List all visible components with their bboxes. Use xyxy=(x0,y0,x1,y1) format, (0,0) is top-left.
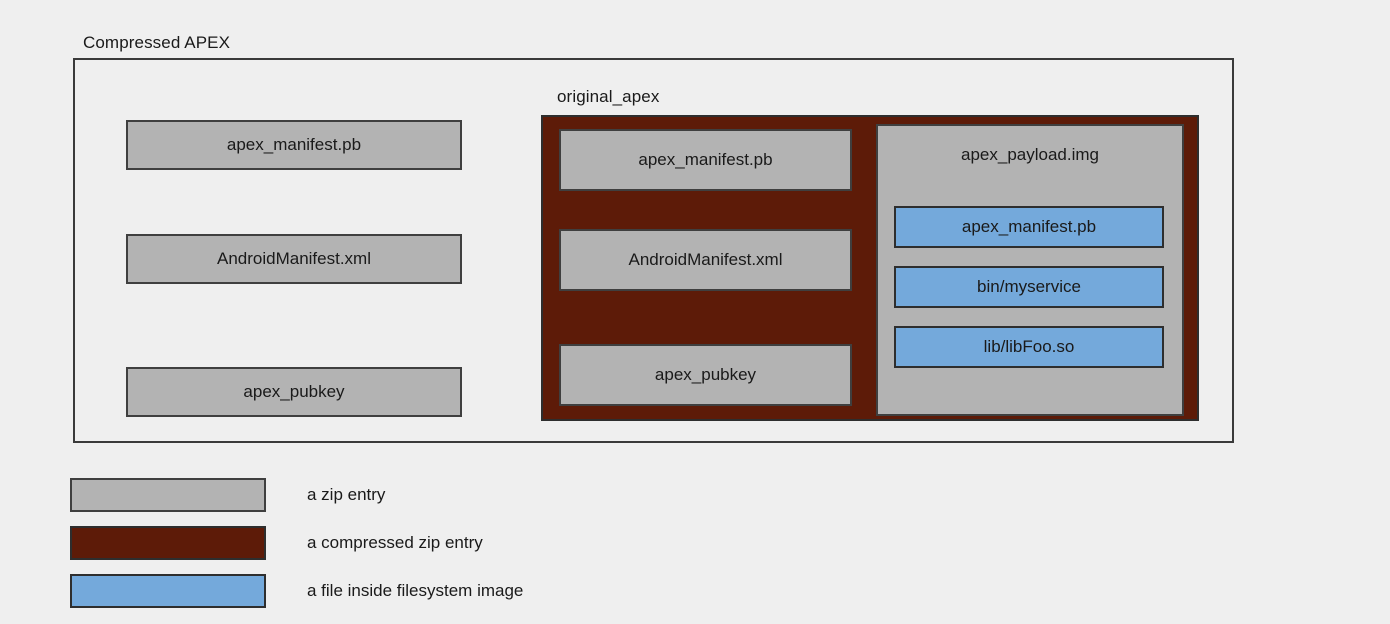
legend-label-zip-entry: a zip entry xyxy=(307,485,386,504)
legend-label-compressed-zip-entry: a compressed zip entry xyxy=(307,533,483,552)
zip-entry-apex-pubkey-inner: apex_pubkey xyxy=(559,344,852,406)
zip-entry-androidmanifest-xml-outer: AndroidManifest.xml xyxy=(126,234,462,284)
filesystem-file-bin-myservice: bin/myservice xyxy=(894,266,1164,308)
compressed-apex-label: Compressed APEX xyxy=(83,33,231,52)
legend-swatch-zip-entry xyxy=(70,478,266,512)
zip-entry-apex-manifest-pb-inner: apex_manifest.pb xyxy=(559,129,852,191)
zip-entry-apex-manifest-pb-outer: apex_manifest.pb xyxy=(126,120,462,170)
zip-entry-apex-pubkey-outer: apex_pubkey xyxy=(126,367,462,417)
legend-swatch-compressed-zip-entry xyxy=(70,526,266,560)
original-apex-container: apex_manifest.pb AndroidManifest.xml ape… xyxy=(541,115,1199,421)
legend-label-filesystem-file: a file inside filesystem image xyxy=(307,581,524,600)
filesystem-file-lib-libfoo-so: lib/libFoo.so xyxy=(894,326,1164,368)
filesystem-file-apex-manifest-pb: apex_manifest.pb xyxy=(894,206,1164,248)
apex-payload-img-label: apex_payload.img xyxy=(961,145,1099,164)
compressed-apex-container: apex_manifest.pb AndroidManifest.xml ape… xyxy=(73,58,1234,443)
apex-payload-img-container: apex_payload.img apex_manifest.pb bin/my… xyxy=(876,124,1184,416)
original-apex-label: original_apex xyxy=(557,87,660,106)
legend-swatch-filesystem-file xyxy=(70,574,266,608)
zip-entry-androidmanifest-xml-inner: AndroidManifest.xml xyxy=(559,229,852,291)
